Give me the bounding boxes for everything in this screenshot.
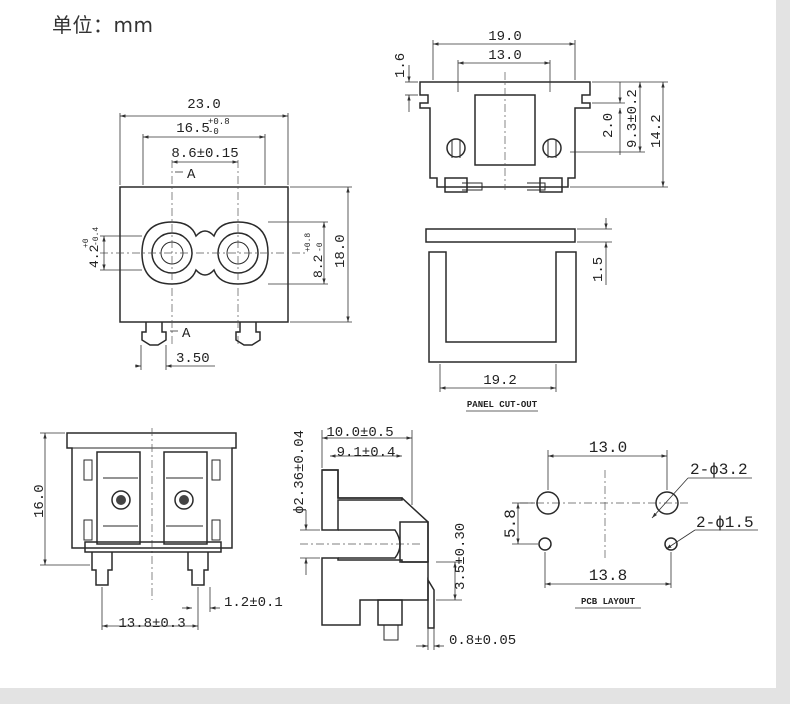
rear-contact-left xyxy=(111,490,131,510)
label-pcb-small-hole: 2-ϕ1.5 xyxy=(696,514,754,532)
front-view: 23.0 16.5 +0.8 -0 8.6±0.15 A A 4.2 +0 -0… xyxy=(82,97,352,370)
label-side-pin-thickness: 0.8±0.05 xyxy=(449,633,516,649)
label-hole-spacing: 16.5 xyxy=(176,121,210,137)
front-pin-left xyxy=(141,322,167,346)
label-hole-spacing-tol: +0.8 xyxy=(208,117,230,127)
label-panel-width: 19.2 xyxy=(483,373,517,389)
front-body-outline xyxy=(119,186,289,323)
unit-label: 单位：mm xyxy=(52,13,154,37)
pcb-layout-title: PCB LAYOUT xyxy=(581,597,636,607)
rear-view: 16.0 13.8±0.3 1.2±0.1 xyxy=(32,428,283,632)
panel-plate xyxy=(425,228,576,243)
pcb-small-hole-right xyxy=(664,537,678,551)
label-left-dim: 4.2 xyxy=(87,245,102,268)
side-section-body xyxy=(321,557,429,626)
label-top-inner: 13.0 xyxy=(488,48,522,64)
label-side-inner-depth: 9.1±0.4 xyxy=(337,445,396,461)
leader-small-hole xyxy=(665,529,696,550)
side-terminal-block xyxy=(399,521,429,563)
label-rear-pin-width: 1.2±0.1 xyxy=(224,595,283,611)
label-pcb-large-hole: 2-ϕ3.2 xyxy=(690,461,748,479)
rear-base xyxy=(84,541,222,553)
top-contact-right xyxy=(542,138,562,158)
rear-cavity-left xyxy=(96,451,141,545)
side-bent-pin xyxy=(427,577,435,629)
label-panel-thickness: 1.5 xyxy=(591,257,607,282)
pcb-small-hole-left xyxy=(538,537,552,551)
label-left-dim-tol-up: +0 xyxy=(82,238,91,248)
pcb-large-hole-left xyxy=(536,491,560,515)
section-mark-bottom: A xyxy=(182,326,191,342)
label-top-pin-height: 9.3±0.2 xyxy=(625,89,641,148)
label-side-diameter: ϕ2.36±0.04 xyxy=(292,430,308,514)
label-right-dim-tol-low: -0 xyxy=(316,242,325,252)
rear-pin-left xyxy=(91,552,113,586)
top-body-outline xyxy=(419,81,591,188)
rear-pin-right xyxy=(187,552,209,586)
section-mark-top: A xyxy=(187,167,196,183)
label-side-depth: 10.0±0.5 xyxy=(326,425,393,441)
front-pin-right xyxy=(235,322,261,346)
side-locating-pin xyxy=(377,599,403,626)
label-front-height: 18.0 xyxy=(333,234,349,268)
rear-cavity-right xyxy=(163,451,208,545)
top-pin-right xyxy=(539,177,563,193)
panel-cutout-view: 1.5 19.2 PANEL CUT-OUT xyxy=(425,218,612,412)
label-top-flange: 1.6 xyxy=(393,53,409,78)
label-top-total: 14.2 xyxy=(649,114,665,148)
label-hole-spacing-tol-low: -0 xyxy=(208,127,219,137)
label-pcb-vertical: 5.8 xyxy=(502,509,520,538)
side-view: 10.0±0.5 9.1±0.4 ϕ2.36±0.04 3.5±0.30 0.8… xyxy=(292,425,516,650)
label-rear-pin-span: 13.8±0.3 xyxy=(118,616,185,632)
label-pcb-top-spacing: 13.0 xyxy=(589,439,627,457)
top-pin-left xyxy=(444,177,468,193)
panel-cutout-title: PANEL CUT-OUT xyxy=(467,400,538,410)
leader-large-hole xyxy=(651,477,689,519)
pcb-large-hole-right xyxy=(655,491,679,515)
label-right-dim-tol-up: +0.8 xyxy=(304,233,313,252)
label-right-dim: 8.2 xyxy=(311,255,326,278)
label-rear-height: 16.0 xyxy=(32,484,48,518)
top-view: 19.0 13.0 1.6 2.0 9.3±0.2 14.2 xyxy=(393,29,668,193)
label-pin-offset: 3.50 xyxy=(176,351,210,367)
label-left-dim-tol-low: -0.4 xyxy=(92,227,101,246)
label-side-pin-height: 3.5±0.30 xyxy=(453,523,469,590)
label-front-width: 23.0 xyxy=(187,97,221,113)
top-inner-cavity xyxy=(474,94,536,166)
label-top-overall: 19.0 xyxy=(488,29,522,45)
label-top-slot: 2.0 xyxy=(601,113,617,138)
label-pin-pitch: 8.6±0.15 xyxy=(171,146,238,162)
pcb-layout-view: 13.0 2-ϕ3.2 2-ϕ1.5 5.8 13.8 PCB LAYOUT xyxy=(502,439,758,609)
top-contact-left xyxy=(446,138,466,158)
rear-contact-right xyxy=(174,490,194,510)
panel-u-shape xyxy=(428,251,577,363)
label-pcb-bottom-spacing: 13.8 xyxy=(589,567,627,585)
